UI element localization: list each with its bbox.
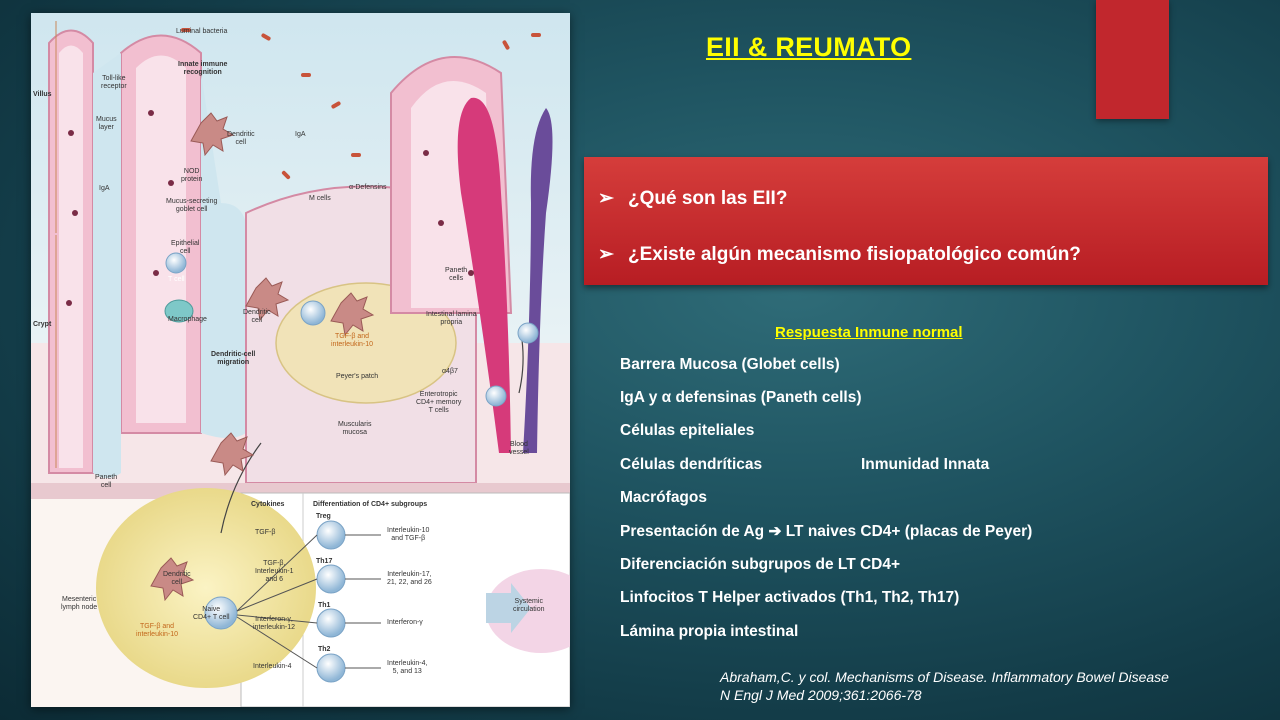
label-iga-1: IgA [99, 185, 110, 192]
label-blood-vessel: Blood vessel [509, 441, 529, 456]
list-item: Presentación de Ag ➔ LT naives CD4+ (pla… [620, 523, 1033, 540]
label-a4b7: α4β7 [442, 368, 458, 375]
arrow-bullet-icon: ➢ [598, 188, 614, 209]
reference-line-2: N Engl J Med 2009;361:2066-78 [720, 687, 922, 703]
label-toll-like: Toll-like receptor [101, 75, 127, 90]
cytokine-row-1: TGF-β [255, 529, 276, 536]
label-systemic: Systemic circulation [513, 598, 545, 613]
label-dendritic-3: Dendritic cell [163, 571, 191, 586]
product-row-2: Interleukin-17, 21, 22, and 26 [387, 571, 432, 586]
reference-citation: Abraham,C. y col. Mechanisms of Disease.… [720, 668, 1169, 704]
label-muscularis: Muscularis mucosa [338, 421, 372, 436]
blood-vessel-purple [523, 108, 553, 453]
label-goblet: Mucus-secreting goblet cell [166, 198, 218, 213]
label-epithelial: Epithelial cell [171, 240, 200, 255]
label-crypt: Crypt [33, 321, 52, 328]
subset-row-3: Th1 [318, 602, 331, 609]
label-iga-2: IgA [295, 131, 306, 138]
reference-line-1: Abraham,C. y col. Mechanisms of Disease.… [720, 669, 1169, 685]
label-peyers: Peyer's patch [336, 373, 379, 380]
label-diff-header: Differentiation of CD4+ subgroups [313, 501, 428, 508]
figure-illustration [31, 13, 570, 707]
mucosal-immunity-figure: Luminal bacteria Villus Crypt Toll-like … [31, 13, 570, 707]
list-item: Células epiteliales [620, 422, 755, 439]
label-innate: Innate immune recognition [178, 61, 228, 76]
label-naive: Naive CD4+ T cell [193, 606, 230, 621]
subset-row-2: Th17 [316, 558, 333, 565]
label-nod: NOD protein [181, 168, 203, 183]
label-t-cell: T cell [168, 276, 185, 283]
product-row-3: Interferon-γ [387, 619, 423, 626]
label-cytokines: Cytokines [251, 501, 285, 508]
label-enterotropic: Enterotropic CD4+ memory T cells [416, 391, 462, 414]
list-item: Barrera Mucosa (Globet cells) [620, 356, 840, 373]
cytokine-row-2: TGF-β, Interleukin-1 and 6 [255, 560, 294, 583]
label-paneth-cells: Paneth cells [445, 267, 468, 282]
subtitle: Respuesta Inmune normal [775, 324, 963, 341]
question-1: ➢ ¿Qué son las EII? [598, 187, 787, 210]
label-m-cells: M cells [309, 195, 331, 202]
label-tgf-2: TGF-β and interleukin-10 [136, 623, 179, 638]
list-item: Macrófagos [620, 489, 707, 506]
label-lamina: Intestinal lamina propria [426, 311, 477, 326]
label-villus: Villus [33, 91, 52, 98]
product-row-1: Interleukin-10 and TGF-β [387, 527, 430, 542]
blood-vessel-red [457, 97, 511, 453]
question-2: ➢ ¿Existe algún mecanismo fisiopatológico… [598, 243, 1081, 266]
product-row-4: Interleukin-4, 5, and 13 [387, 660, 428, 675]
label-macrophage: Macrophage [168, 316, 207, 323]
label-dendritic-2: Dendritic cell [243, 309, 271, 324]
label-paneth-cell: Paneth cell [95, 474, 118, 489]
accent-bar [1096, 0, 1169, 119]
slide-title: EII & REUMATO [706, 32, 912, 62]
label-dendritic-1: Dendritic cell [227, 131, 255, 146]
arrow-bullet-icon: ➢ [598, 244, 614, 265]
lymph-node [96, 488, 316, 688]
label-mesenteric: Mesenteric lymph node [61, 596, 98, 611]
question-2-text: ¿Existe algún mecanismo fisiopatológico … [628, 244, 1081, 265]
list-item: Diferenciación subgrupos de LT CD4+ [620, 556, 901, 573]
cytokine-row-4: Interleukin-4 [253, 663, 292, 670]
subset-row-4: Th2 [318, 646, 331, 653]
question-1-text: ¿Qué son las EII? [628, 188, 788, 209]
list-item: Lámina propia intestinal [620, 623, 799, 640]
label-alpha-defensins: α-Defensins [349, 184, 387, 191]
list-item: IgA y α defensinas (Paneth cells) [620, 389, 862, 406]
label-mucus-layer: Mucus layer [96, 116, 117, 131]
cytokine-row-3: Interferon-γ, interleukin-12 [253, 616, 296, 631]
innate-immunity-tag: Inmunidad Innata [861, 456, 990, 473]
questions-box: ➢ ¿Qué son las EII? ➢ ¿Existe algún mecani… [584, 157, 1268, 285]
list-item: Linfocitos T Helper activados (Th1, Th2,… [620, 589, 960, 606]
label-dc-migration: Dendritic-cell migration [211, 351, 256, 366]
label-luminal-bacteria: Luminal bacteria [176, 28, 228, 35]
list-item: Células dendríticas [620, 456, 763, 473]
subset-row-1: Treg [316, 513, 331, 520]
label-tgf-1: TGF-β and interleukin-10 [331, 333, 374, 348]
